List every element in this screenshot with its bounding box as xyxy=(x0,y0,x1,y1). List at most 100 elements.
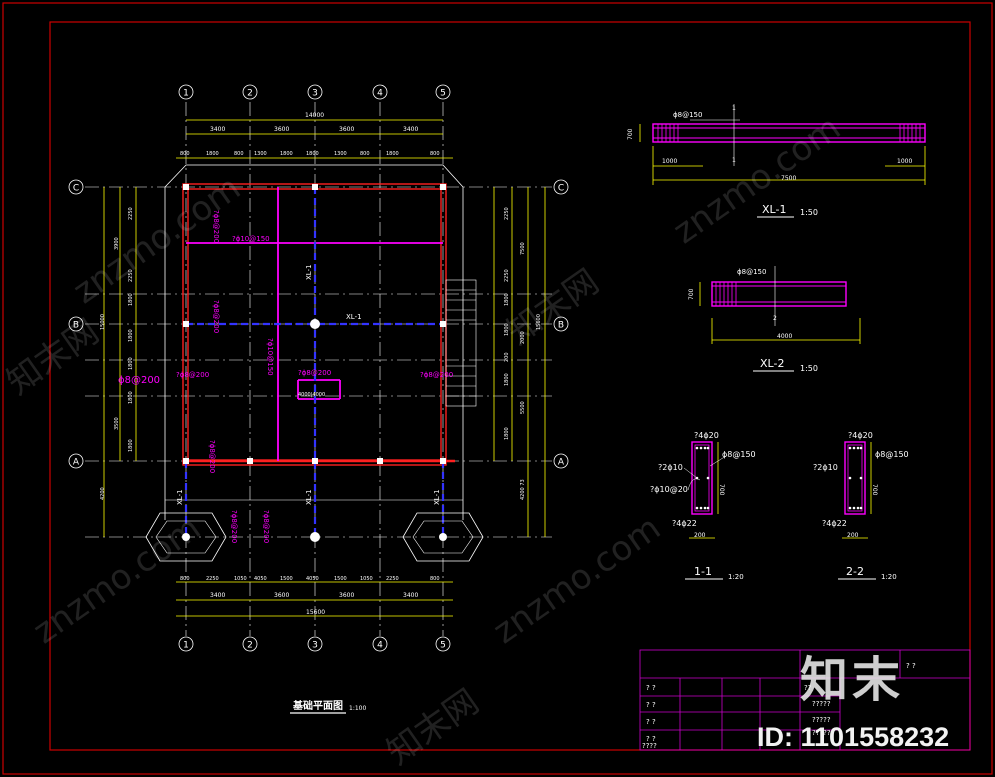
s2-scale: 1:20 xyxy=(881,573,897,581)
axis-bubble-3: 3 xyxy=(307,636,323,652)
axis-bubble-A-label: A xyxy=(558,458,565,468)
title-block-cell: ? ? xyxy=(646,701,656,709)
xl2-dims xyxy=(699,282,861,344)
s1-bottom: ?4ϕ22 xyxy=(672,519,697,528)
xl1-stirrups-right xyxy=(899,124,921,142)
dim-top-detail: 800 xyxy=(360,151,370,157)
dim-right-item: 15600 xyxy=(536,314,542,330)
axis-bubble-2-label: 2 xyxy=(247,641,253,651)
axis-bubble-2: 2 xyxy=(242,636,258,652)
axis-grid-horizontal xyxy=(85,186,552,538)
hex-pad-left-inner xyxy=(155,520,217,554)
dim-top-detail: 1800 xyxy=(386,151,399,157)
dim-right-item: 2250 xyxy=(504,269,510,282)
dim-left-item: 1800 xyxy=(128,293,134,306)
s1-height: 700 xyxy=(718,484,725,496)
rebar-label: ?ϕ8@200 xyxy=(230,510,238,543)
xl1-dim-height: 700 xyxy=(627,128,634,140)
axis-bubble-5: 5 xyxy=(435,636,451,652)
s2-bottom: ?4ϕ22 xyxy=(822,519,847,528)
dim-right-item: 1800 xyxy=(504,427,510,440)
xl1-rebar: ϕ8@150 xyxy=(673,111,702,119)
dim-left-item: 1800 xyxy=(128,391,134,404)
axis-bubble-5-label: 5 xyxy=(440,641,446,651)
xl1-dims xyxy=(639,124,926,185)
dim-top-bay: 3400 xyxy=(210,126,225,133)
xl2-rebar: ϕ8@150 xyxy=(737,268,766,276)
axis-bubble-C-label: C xyxy=(558,184,564,194)
xl1-label: XL-1 xyxy=(762,203,786,216)
s1-label: 1-1 xyxy=(694,565,712,578)
beam-label-xl1: XL-1 xyxy=(346,313,362,321)
xl2-stirrups xyxy=(715,282,737,306)
hex-pad-right xyxy=(402,512,484,562)
beam-label-xl1: XL-1 xyxy=(305,489,313,505)
axis-bubble-5-label: 5 xyxy=(440,89,446,99)
rebar-label: ?ϕ8@200 xyxy=(208,440,216,473)
hex-pad-left xyxy=(145,512,227,562)
rebar-label: ?ϕ8@200 xyxy=(212,210,220,243)
dim-left-item: 2250 xyxy=(128,269,134,282)
axis-bubble-4: 4 xyxy=(372,636,388,652)
title-block xyxy=(639,649,971,751)
s2-top: ?4ϕ20 xyxy=(848,431,873,440)
dim-right-item: 4200 73 xyxy=(520,479,526,500)
dim-top-bay: 3600 xyxy=(274,126,289,133)
axis-bubble-B-label: B xyxy=(558,321,564,331)
s2-width: 200 xyxy=(847,532,859,539)
beam-xl1-detail: ϕ8@150 1 1 1000 1000 7500 700 XL-1 1:50 xyxy=(627,104,926,218)
dim-top-detail: 1800 xyxy=(306,151,319,157)
title-block-cell: ? ? xyxy=(646,684,656,692)
dim-left-item: 1800 xyxy=(128,329,134,342)
s2-side: ?2ϕ10 xyxy=(813,463,838,472)
xl2-label: XL-2 xyxy=(760,357,784,370)
s2-label: 2-2 xyxy=(846,565,864,578)
roof-outline xyxy=(164,164,464,520)
rebar-label: ?ϕ8@200 xyxy=(262,510,270,543)
title-block-cell: ? ? xyxy=(646,718,656,726)
dimension-lines xyxy=(103,119,546,617)
dim-right-item: 1800 xyxy=(504,323,510,336)
section-1-1: ?4ϕ20 ?2ϕ10 ϕ8@150 ?ϕ10@20 ?4ϕ22 200 700… xyxy=(650,431,756,581)
dim-bottom-detail: 1050 xyxy=(234,576,247,582)
axis-bubble-1-label: 1 xyxy=(183,641,189,651)
dim-top-bay: 3600 xyxy=(339,126,354,133)
axis-bubble-1: 1 xyxy=(178,636,194,652)
dim-top-detail: 1800 xyxy=(280,151,293,157)
beam-label-xl1: XL-1 xyxy=(433,489,441,505)
axis-bubble-2-label: 2 xyxy=(247,89,253,99)
dim-bottom-detail: 800 xyxy=(430,576,440,582)
s1-extra: ?ϕ10@20 xyxy=(650,485,688,494)
dim-overall-top: 14000 xyxy=(305,112,324,119)
xl2-dim-length: 4000 xyxy=(777,333,792,340)
title-block-cell: ????? xyxy=(812,729,831,737)
xl1-dim-left: 1000 xyxy=(662,158,677,165)
dim-overall-bottom: 15600 xyxy=(306,609,325,616)
dim-left: 2250390022501800180018001800350018004200… xyxy=(100,207,134,500)
dim-right-item: 1800 xyxy=(504,373,510,386)
axis-bubble-B: B xyxy=(68,316,84,332)
plan-scale: 1:100 xyxy=(349,705,366,712)
axis-bubble-4: 4 xyxy=(372,84,388,100)
rebar-label: ?ϕ10@150 xyxy=(266,338,274,376)
dim-4000: 4000|4000 xyxy=(298,392,325,398)
axis-bubble-C: C xyxy=(553,179,569,195)
dim-right-item: 2250 xyxy=(504,207,510,220)
axis-bubble-A-label: A xyxy=(73,458,80,468)
xl2-section-mark: 2 xyxy=(773,315,777,322)
xl1-section-mark-bottom: 1 xyxy=(732,157,736,164)
dim-right: 2250750022501800180020020001800550018004… xyxy=(504,207,542,500)
beam-label-xl1: XL-1 xyxy=(176,489,184,505)
rebar-label: ϕ8@200 xyxy=(118,375,160,386)
title-block-cell: ???? xyxy=(642,742,657,750)
inner-border xyxy=(49,21,971,751)
dim-left-item: 1800 xyxy=(128,357,134,370)
dim-left-item: 1800 xyxy=(128,439,134,452)
dim-bottom-bay: 3400 xyxy=(210,592,225,599)
dim-top-detail: 1300 xyxy=(254,151,267,157)
